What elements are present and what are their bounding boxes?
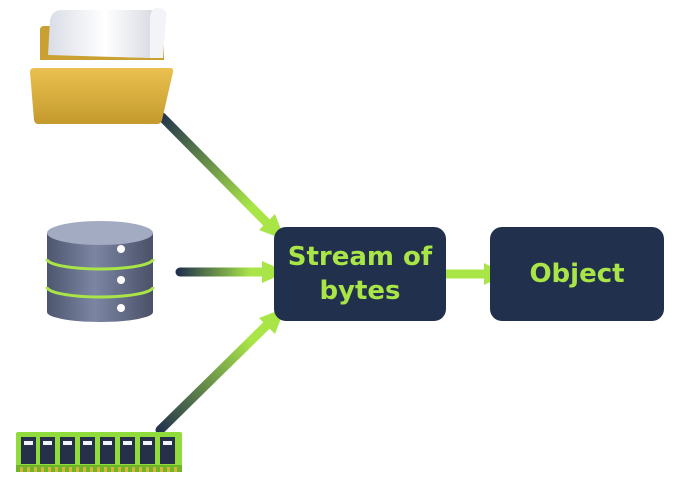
object-label: Object <box>529 259 625 289</box>
database-icon <box>45 221 155 322</box>
stream-of-bytes-node: Stream of bytes <box>274 227 446 321</box>
object-node: Object <box>490 227 664 321</box>
stream-of-bytes-label: Stream of bytes <box>287 242 433 306</box>
folder-file-icon <box>30 7 174 124</box>
arrow-folder-to-stream <box>157 112 285 240</box>
arrow-memory-to-stream <box>155 308 285 435</box>
memory-module-icon <box>16 432 182 472</box>
arrow-database-to-stream <box>175 261 287 283</box>
